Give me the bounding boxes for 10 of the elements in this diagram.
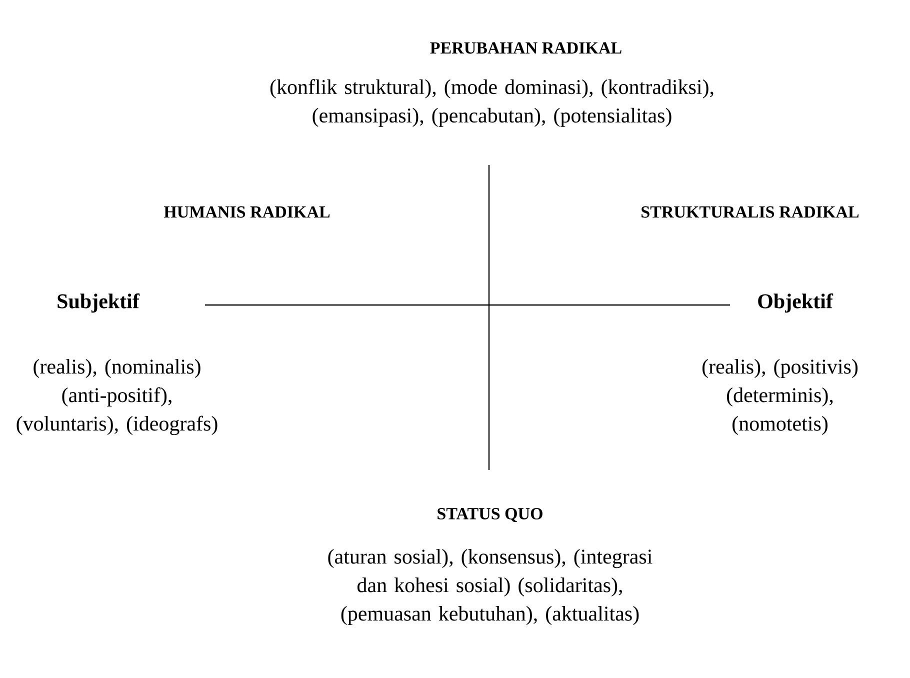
quadrant-heading: STATUS QUO — [438, 508, 542, 522]
quadrant-heading: PERUBAHAN RADIKAL — [430, 42, 622, 54]
axis-label: Subjektif — [58, 293, 140, 313]
quadrant-heading: HUMANIS RADIKAL — [164, 206, 330, 218]
quadrant-heading: STRUKTURALIS RADIKAL — [642, 206, 859, 218]
description-text: (konflik struktural), (mode dominasi), (kontradiksi), (emansipasi), (pencabutan), (potensialitas) — [270, 79, 714, 127]
description-text: (realis), (positivis) (determinis), (nomotetis) — [702, 358, 858, 436]
description-text: (realis), (nominalis) (anti-positif), (voluntaris), (ideografs) — [16, 358, 218, 436]
axis-label: Objektif — [758, 293, 834, 313]
description-text: (aturan sosial), (konsensus), (integrasi dan kohesi sosial) (solidaritas), (pemuasan kebutuhan), (aktualitas) — [328, 549, 652, 626]
